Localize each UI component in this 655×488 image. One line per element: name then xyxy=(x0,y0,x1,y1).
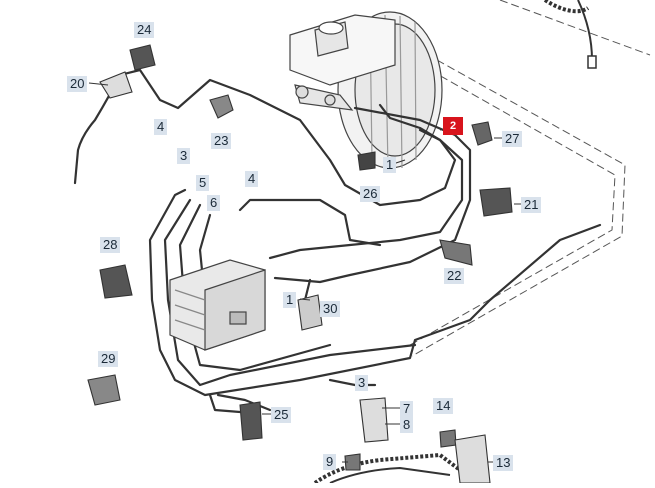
callout-8: 8 xyxy=(400,417,414,433)
body-outline-dashed xyxy=(409,0,651,357)
callout-1b: 1 xyxy=(283,292,297,308)
callout-4a: 4 xyxy=(154,119,168,135)
small-parts xyxy=(87,44,513,484)
callout-7: 7 xyxy=(400,401,414,417)
callout-30: 30 xyxy=(320,301,341,317)
callout-6: 6 xyxy=(207,195,221,211)
callout-28: 28 xyxy=(100,237,121,253)
callout-1a: 1 xyxy=(383,157,397,173)
brake-booster xyxy=(289,11,443,169)
callout-5: 5 xyxy=(196,175,210,191)
callout-26: 26 xyxy=(360,186,381,202)
callout-20: 20 xyxy=(67,76,88,92)
callout-3a: 3 xyxy=(177,148,191,164)
callout-23: 23 xyxy=(211,133,232,149)
callout-29: 29 xyxy=(98,351,119,367)
callout-22: 22 xyxy=(444,268,465,284)
callout-21: 21 xyxy=(521,197,542,213)
callout-4b: 4 xyxy=(245,171,259,187)
callout-3b: 3 xyxy=(355,375,369,391)
abs-control-unit xyxy=(169,259,266,351)
callout-14: 14 xyxy=(433,398,454,414)
brake-lines xyxy=(73,68,602,414)
callout-25: 25 xyxy=(271,407,292,423)
top-right-hose xyxy=(543,0,597,69)
lower-braided-hoses xyxy=(313,452,462,485)
callout-24: 24 xyxy=(134,22,155,38)
callout-2-highlighted: 2 xyxy=(443,117,463,135)
callout-13: 13 xyxy=(493,455,514,471)
callout-27: 27 xyxy=(502,131,523,147)
callout-9: 9 xyxy=(323,454,337,470)
